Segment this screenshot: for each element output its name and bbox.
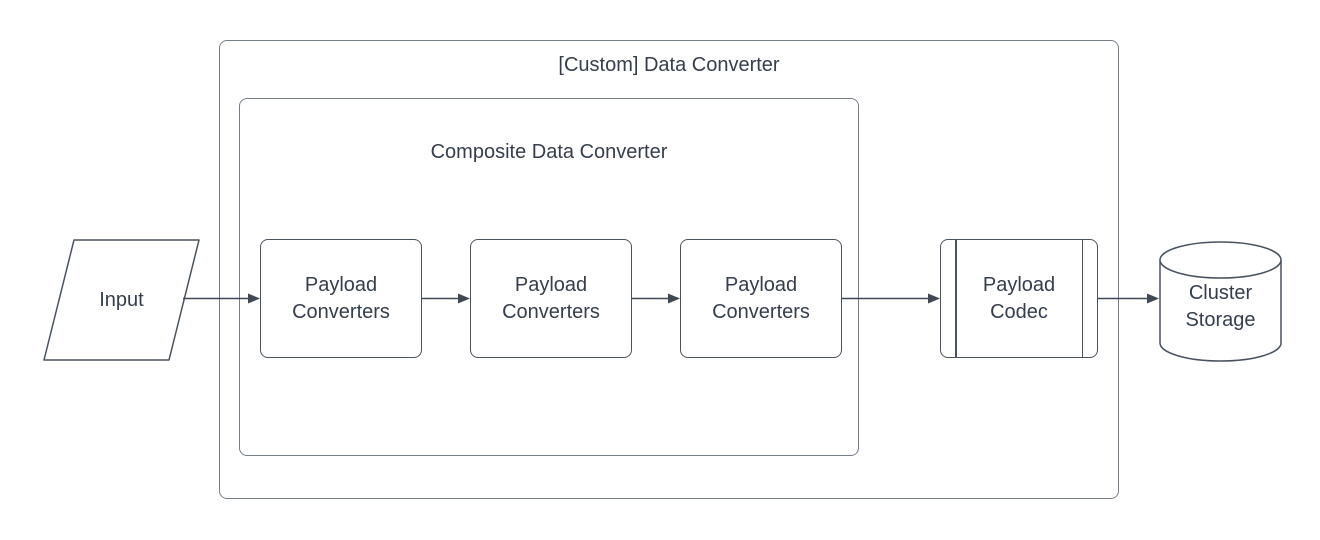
payload-converters-node-3: Payload Converters [680, 239, 842, 358]
cluster-storage-node: Cluster Storage [1159, 259, 1282, 355]
payload-codec-label: Payload Codec [982, 273, 1056, 323]
custom-data-converter-title: [Custom] Data Converter [558, 54, 780, 76]
input-label: Input [99, 288, 144, 311]
cluster-storage-label: Cluster Storage [1185, 282, 1256, 331]
payload-codec-node: Payload Codec [940, 239, 1098, 358]
cluster-storage-cylinder-shape [1159, 241, 1282, 362]
codec-left-bar [955, 240, 957, 357]
payload-converters-node-2: Payload Converters [470, 239, 632, 358]
codec-right-bar [1081, 240, 1083, 357]
payload-converters-label-3: Payload Converters [712, 273, 810, 323]
payload-converters-label-2: Payload Converters [502, 273, 600, 323]
payload-converters-label-1: Payload Converters [292, 273, 390, 323]
input-parallelogram-shape [43, 239, 200, 361]
container-custom-data-converter: [Custom] Data Converter [219, 40, 1119, 499]
container-composite-data-converter: Composite Data Converter [239, 98, 859, 456]
input-node: Input [43, 239, 200, 361]
payload-converters-node-1: Payload Converters [260, 239, 422, 358]
composite-data-converter-title: Composite Data Converter [430, 141, 668, 163]
